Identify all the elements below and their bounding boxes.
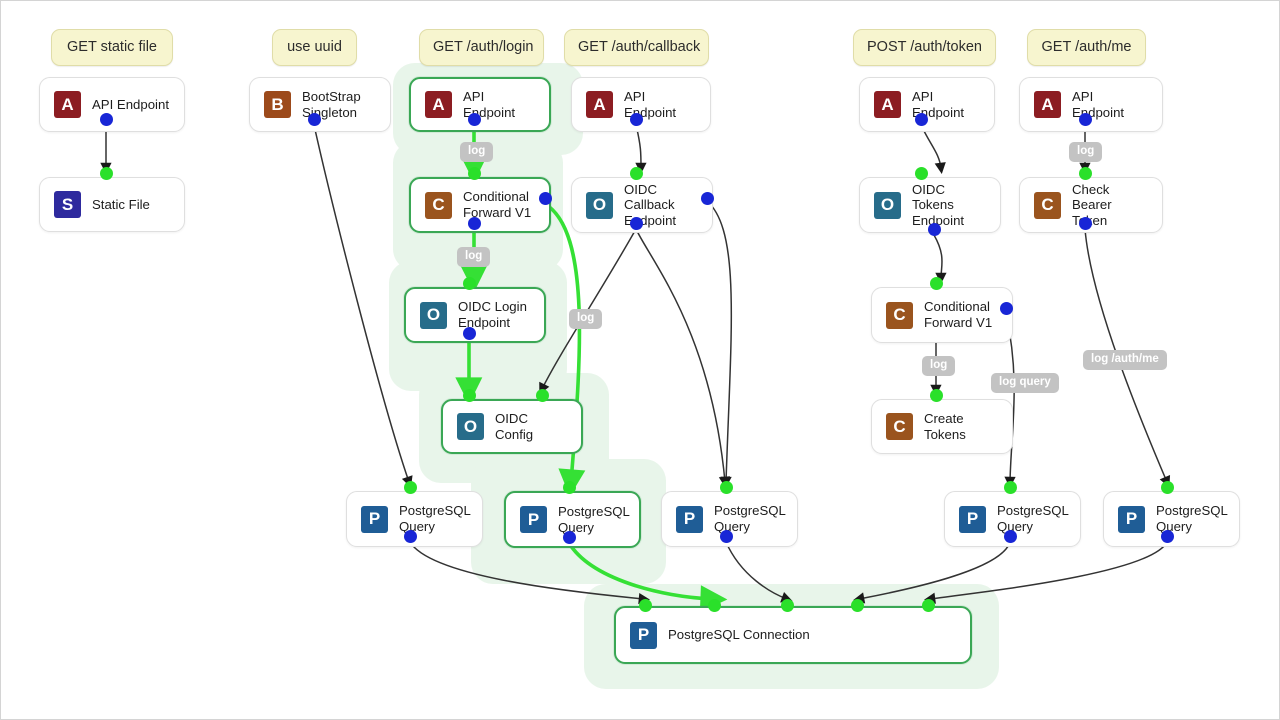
node-title: API Endpoint (92, 96, 169, 112)
port-out-n19[interactable] (1003, 529, 1017, 543)
edge-label-l5: log (922, 356, 956, 376)
node-title: PostgreSQL Connection (668, 627, 810, 643)
node-title: Create Tokens (924, 410, 966, 442)
node-title: Static File (92, 196, 150, 212)
cond-icon: C (886, 413, 913, 440)
port-in-n13[interactable] (929, 388, 943, 402)
node-title: OIDC Tokens Endpoint (912, 181, 965, 228)
port-out-n14[interactable] (1078, 112, 1092, 126)
group-label-g-callback[interactable]: GET /auth/callback (564, 29, 709, 66)
port-out-n3[interactable] (307, 112, 321, 126)
port-out-n9[interactable] (700, 191, 714, 205)
pg-icon: P (676, 505, 703, 533)
oidc-icon: O (586, 191, 613, 219)
api-icon: A (586, 91, 613, 118)
port-in-n6[interactable] (462, 276, 476, 290)
node-n21[interactable]: P PostgreSQL Connection (614, 606, 972, 664)
api-icon: A (54, 91, 81, 118)
node-title: Conditional Forward V1 (463, 189, 532, 220)
port-in-n7[interactable] (462, 388, 476, 402)
node-n2[interactable]: S Static File (39, 177, 185, 232)
port-out-n8[interactable] (629, 112, 643, 126)
port-in-n17[interactable] (562, 480, 576, 494)
port-in-n5[interactable] (467, 166, 481, 180)
port-in-n7[interactable] (535, 388, 549, 402)
port-out-n17[interactable] (562, 530, 576, 544)
port-in-n21[interactable] (707, 598, 721, 612)
port-out-n20[interactable] (1160, 529, 1174, 543)
port-in-n21[interactable] (780, 598, 794, 612)
edge-label-l7: log /auth/me (1083, 350, 1167, 370)
port-out-n1[interactable] (99, 112, 113, 126)
port-in-n15[interactable] (1078, 166, 1092, 180)
port-in-n11[interactable] (914, 166, 928, 180)
port-in-n20[interactable] (1160, 480, 1174, 494)
port-out-n9[interactable] (629, 216, 643, 230)
api-icon: A (1034, 91, 1061, 118)
edge-label-l6: log query (991, 373, 1059, 393)
group-label-g-login[interactable]: GET /auth/login (419, 29, 544, 66)
port-out-n12[interactable] (999, 301, 1013, 315)
stat-icon: S (54, 191, 81, 218)
oidc-icon: O (420, 301, 447, 329)
pg-icon: P (959, 505, 986, 533)
group-label-g-token[interactable]: POST /auth/token (853, 29, 996, 66)
port-in-n16[interactable] (403, 480, 417, 494)
node-title: OIDC Config (495, 410, 534, 442)
api-icon: A (425, 91, 452, 118)
edge-label-l1: log (460, 142, 494, 162)
port-out-n10[interactable] (914, 112, 928, 126)
node-n1[interactable]: A API Endpoint (39, 77, 185, 132)
port-out-n5[interactable] (538, 191, 552, 205)
port-in-n19[interactable] (1003, 480, 1017, 494)
cond-icon: C (425, 191, 452, 219)
port-out-n16[interactable] (403, 529, 417, 543)
node-n13[interactable]: C Create Tokens (871, 399, 1013, 454)
edge-label-l2: log (457, 247, 491, 267)
port-in-n21[interactable] (638, 598, 652, 612)
port-out-n11[interactable] (927, 222, 941, 236)
cond-icon: C (886, 301, 913, 329)
group-label-g-uuid[interactable]: use uuid (272, 29, 357, 66)
port-in-n21[interactable] (921, 598, 935, 612)
node-n12[interactable]: C Conditional Forward V1 (871, 287, 1013, 343)
node-n7[interactable]: O OIDC Config (441, 399, 583, 454)
node-n6[interactable]: O OIDC Login Endpoint (404, 287, 546, 343)
port-out-n4[interactable] (467, 112, 481, 126)
port-in-n18[interactable] (719, 480, 733, 494)
oidc-icon: O (874, 191, 901, 219)
port-in-n9[interactable] (629, 166, 643, 180)
cond-icon: C (1034, 191, 1061, 219)
group-label-g-static[interactable]: GET static file (51, 29, 173, 66)
port-in-n2[interactable] (99, 166, 113, 180)
pg-icon: P (361, 505, 388, 533)
port-out-n5[interactable] (467, 216, 481, 230)
node-title: Conditional Forward V1 (924, 299, 993, 330)
node-n11[interactable]: O OIDC Tokens Endpoint (859, 177, 1001, 233)
edge-label-l4: log (1069, 142, 1103, 162)
api-icon: A (874, 91, 901, 118)
node-title: OIDC Login Endpoint (458, 299, 527, 330)
port-out-n15[interactable] (1078, 216, 1092, 230)
boot-icon: B (264, 91, 291, 118)
port-in-n12[interactable] (929, 276, 943, 290)
port-in-n21[interactable] (850, 598, 864, 612)
port-out-n6[interactable] (462, 326, 476, 340)
oidc-icon: O (457, 413, 484, 440)
pg-icon: P (630, 621, 657, 649)
pg-icon: P (520, 506, 547, 533)
group-label-g-me[interactable]: GET /auth/me (1027, 29, 1146, 66)
port-out-n18[interactable] (719, 529, 733, 543)
pg-icon: P (1118, 505, 1145, 533)
edge-label-l3: log (569, 309, 603, 329)
